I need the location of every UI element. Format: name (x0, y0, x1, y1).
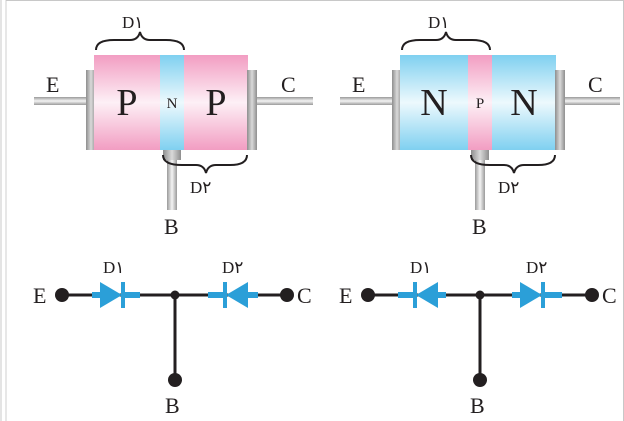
pnp-eq-d1-lead-right (124, 292, 140, 298)
npn-left-region (400, 55, 468, 150)
pnp-d2-label: D٢ (190, 178, 211, 197)
npn-eq-d1-label: D١ (410, 258, 431, 277)
npn-eq-d2-lead-right (544, 292, 562, 298)
pnp-left-region (94, 55, 160, 150)
pnp-base-lead (167, 160, 177, 210)
npn-eq-base-label: B (470, 393, 485, 418)
npn-eq-collector-node (585, 288, 599, 302)
npn-eq-d1-lead-left (398, 292, 416, 298)
npn-diode-equivalent: E C B D١ D٢ (339, 258, 617, 418)
npn-transistor: N P N E C B D١ D٢ (340, 13, 620, 239)
npn-middle-region (468, 55, 492, 150)
npn-base-lead (475, 160, 485, 210)
npn-right-cap (555, 70, 565, 150)
pnp-eq-d2-lead-left (208, 292, 226, 298)
pnp-collector-label: C (281, 72, 296, 97)
pnp-eq-d2-bar (223, 282, 227, 308)
npn-eq-emitter-node (361, 288, 375, 302)
npn-eq-d2-label: D٢ (526, 258, 547, 277)
npn-eq-collector-label: C (602, 283, 617, 308)
npn-d1-label: D١ (428, 13, 449, 32)
pnp-left-cap (86, 70, 96, 150)
pnp-left-region-label: P (116, 82, 137, 124)
npn-eq-d2-diode-icon (520, 282, 542, 308)
npn-left-cap (392, 70, 402, 150)
pnp-eq-d1-diode-icon (100, 282, 122, 308)
npn-eq-emitter-label: E (339, 283, 352, 308)
pnp-eq-d2-label: D٢ (222, 258, 243, 277)
npn-d2-brace (470, 154, 556, 174)
pnp-eq-d1-label: D١ (103, 258, 124, 277)
pnp-right-region (184, 55, 248, 150)
npn-eq-d2-bar (541, 282, 545, 308)
pnp-emitter-label: E (46, 72, 59, 97)
npn-emitter-label: E (352, 72, 365, 97)
npn-right-region (492, 55, 556, 150)
pnp-eq-collector-node (280, 288, 294, 302)
pnp-right-cap (247, 70, 257, 150)
pnp-d2-brace (162, 154, 248, 174)
npn-left-region-label: N (420, 82, 447, 124)
pnp-emitter-lead (34, 97, 94, 105)
pnp-eq-base-label: B (165, 393, 180, 418)
pnp-eq-d1-bar (121, 282, 125, 308)
pnp-diode-equivalent: E C B D١ D٢ (33, 258, 312, 418)
pnp-middle-region (160, 55, 184, 150)
npn-d1-brace (401, 31, 491, 51)
pnp-eq-emitter-node (55, 288, 69, 302)
pnp-middle-region-label: N (167, 96, 178, 112)
pnp-eq-junction-node (170, 290, 180, 300)
npn-eq-d1-diode-icon (416, 282, 438, 308)
pnp-d1-brace (95, 31, 185, 51)
pnp-eq-emitter-label: E (33, 283, 46, 308)
pnp-transistor: P N P E C B D١ D٢ (34, 13, 313, 239)
pnp-collector-lead (257, 97, 313, 105)
npn-right-region-label: N (510, 82, 537, 124)
npn-base-cap (471, 150, 489, 160)
npn-middle-region-label: P (476, 96, 484, 112)
pnp-eq-d2-lead-right (240, 292, 258, 298)
npn-base-label: B (472, 214, 487, 239)
npn-eq-junction-node (475, 290, 485, 300)
pnp-d1-label: D١ (122, 13, 143, 32)
pnp-eq-collector-label: C (297, 283, 312, 308)
npn-d2-label: D٢ (498, 178, 519, 197)
pnp-right-region-label: P (205, 82, 226, 124)
pnp-base-cap (163, 150, 181, 160)
npn-collector-lead (565, 97, 620, 105)
npn-collector-label: C (588, 72, 603, 97)
npn-eq-base-node (473, 373, 487, 387)
pnp-eq-base-node (168, 373, 182, 387)
npn-eq-d1-bar (413, 282, 417, 308)
pnp-base-label: B (164, 214, 179, 239)
pnp-eq-d2-diode-icon (226, 282, 248, 308)
npn-emitter-lead (340, 97, 400, 105)
